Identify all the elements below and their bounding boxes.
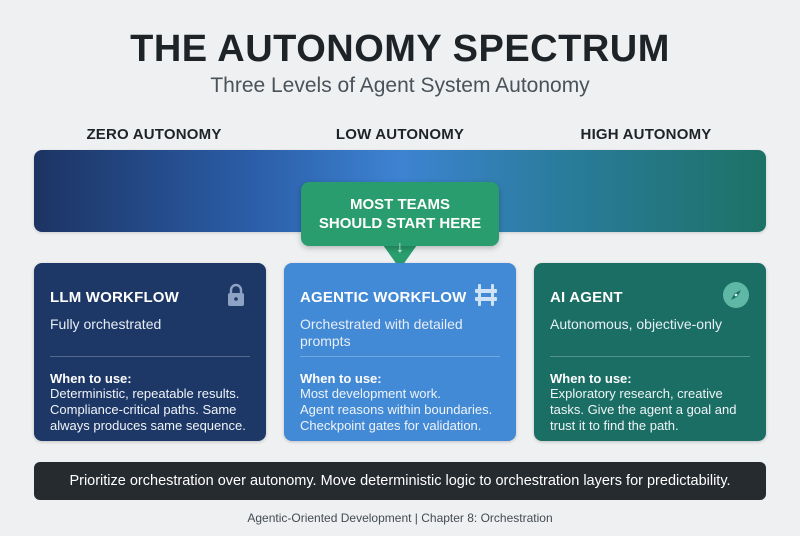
card-description: Exploratory research, creative tasks. Gi… [550,386,737,433]
card-subtitle: Orchestrated with detailed prompts [300,316,463,349]
level-label-low: LOW AUTONOMY [335,126,465,143]
card-description: Most development work. Agent reasons wit… [300,386,493,433]
level-label-high: HIGH AUTONOMY [580,126,712,143]
card-when-label: When to use: [50,371,132,386]
card-when-label: When to use: [300,371,382,386]
card-agentic-workflow: AGENTIC WORKFLOW Orchestrated with detai… [284,263,516,441]
card-description: Deterministic, repeatable results. Compl… [50,386,246,433]
start-here-callout: MOST TEAMS SHOULD START HERE [301,182,499,246]
lock-icon [228,283,244,306]
card-title: LLM WORKFLOW [50,289,180,306]
card-divider [550,356,750,357]
level-label-zero: ZERO AUTONOMY [86,126,222,143]
card-divider [50,356,250,357]
card-title: AI AGENT [550,289,623,306]
callout-line-2: SHOULD START HERE [318,215,482,232]
card-when-label: When to use: [550,371,632,386]
card-title: AGENTIC WORKFLOW [300,289,467,306]
page-title: THE AUTONOMY SPECTRUM [130,28,670,70]
source-caption: Agentic-Oriented Development | Chapter 8… [247,511,553,525]
barrier-icon [475,284,497,306]
footer-message-bar: Prioritize orchestration over autonomy. … [34,462,766,500]
arrow-down-icon: ↓ [396,239,404,256]
page-subtitle: Three Levels of Agent System Autonomy [210,74,590,97]
card-subtitle: Autonomous, objective-only [550,316,722,332]
card-ai-agent: AI AGENT Autonomous, objective-only When… [534,263,766,441]
callout-line-1: MOST TEAMS [350,196,450,213]
compass-icon [723,282,749,308]
card-subtitle: Fully orchestrated [50,316,162,332]
card-divider [300,356,500,357]
card-llm-workflow: LLM WORKFLOW Fully orchestrated When to … [34,263,266,441]
